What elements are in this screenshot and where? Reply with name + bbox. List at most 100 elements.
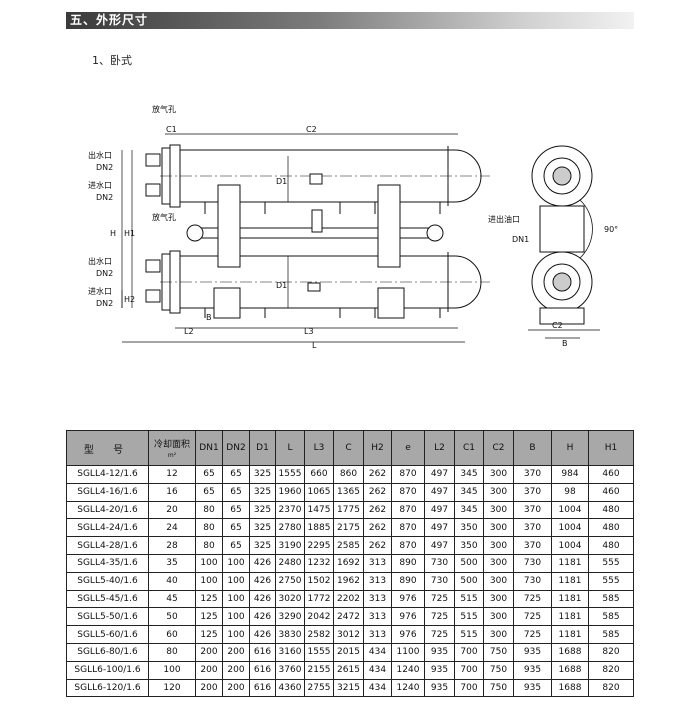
cell-b: 370 <box>513 482 552 502</box>
cell-c1: 500 <box>454 571 484 591</box>
label-water-in-top: 进水口 <box>88 180 112 190</box>
cell-l2: 935 <box>424 660 455 680</box>
cell-c: 2472 <box>333 607 364 627</box>
cell-l: 2480 <box>275 553 305 573</box>
cell-e: 890 <box>391 553 425 573</box>
section-header-bar: 五、外形尺寸 <box>66 12 634 29</box>
label-c2-side: C2 <box>552 321 563 330</box>
cell-dn1: 200 <box>195 642 223 662</box>
cell-area: 100 <box>148 660 196 680</box>
cell-d1: 616 <box>249 642 276 662</box>
cell-l3: 2295 <box>304 536 334 555</box>
cell-c1: 700 <box>454 642 484 662</box>
cell-e: 976 <box>391 625 425 644</box>
cell-l3: 1065 <box>304 482 334 502</box>
header-l: L <box>275 430 305 466</box>
cell-c2: 750 <box>483 678 514 698</box>
cell-b: 935 <box>513 678 552 698</box>
label-c1: C1 <box>166 125 177 134</box>
cell-c2: 300 <box>483 518 514 538</box>
cell-l3: 1502 <box>304 571 334 591</box>
cell-c2: 300 <box>483 500 514 520</box>
cell-model: SGLL6-80/1.6 <box>66 642 149 662</box>
cell-e: 1240 <box>391 678 425 698</box>
cell-h: 1004 <box>551 500 589 520</box>
label-d1-top: D1 <box>276 177 287 186</box>
cell-dn2: 200 <box>222 642 250 662</box>
cell-h2: 262 <box>363 465 392 484</box>
cell-b: 370 <box>513 518 552 538</box>
cell-c2: 750 <box>483 660 514 680</box>
cell-l: 4360 <box>275 678 305 698</box>
cell-d1: 325 <box>249 518 276 538</box>
cell-h2: 313 <box>363 607 392 627</box>
cell-c: 2202 <box>333 589 364 609</box>
cell-c: 1775 <box>333 500 364 520</box>
cell-h1: 820 <box>588 642 634 662</box>
cell-h2: 313 <box>363 589 392 609</box>
cell-model: SGLL4-35/1.6 <box>66 553 149 573</box>
cell-area: 120 <box>148 678 196 698</box>
label-l3: L3 <box>304 327 314 336</box>
cell-h: 1181 <box>551 553 589 573</box>
label-dn2-c: DN2 <box>96 269 113 278</box>
label-d1-bottom: D1 <box>276 281 287 290</box>
cell-c1: 515 <box>454 589 484 609</box>
label-b-side: B <box>206 313 212 322</box>
cell-area: 24 <box>148 518 196 538</box>
cell-dn1: 80 <box>195 500 223 520</box>
cell-dn1: 125 <box>195 625 223 644</box>
cell-l2: 497 <box>424 465 455 484</box>
cell-e: 870 <box>391 465 425 484</box>
cell-c1: 345 <box>454 482 484 502</box>
cell-h1: 585 <box>588 625 634 644</box>
cell-h: 1004 <box>551 518 589 538</box>
label-b: B <box>562 339 568 348</box>
cell-l3: 1772 <box>304 589 334 609</box>
cell-l3: 660 <box>304 465 334 484</box>
cell-c1: 500 <box>454 553 484 573</box>
cell-c1: 700 <box>454 678 484 698</box>
cell-b: 370 <box>513 536 552 555</box>
cell-c: 3215 <box>333 678 364 698</box>
cell-model: SGLL6-120/1.6 <box>66 678 149 698</box>
cell-c: 2175 <box>333 518 364 538</box>
label-angle: 90° <box>604 225 618 234</box>
cell-l2: 725 <box>424 607 455 627</box>
cell-dn1: 100 <box>195 571 223 591</box>
cell-dn1: 125 <box>195 589 223 609</box>
cell-h: 1004 <box>551 536 589 555</box>
label-dn2-a: DN2 <box>96 163 113 172</box>
cell-l3: 2155 <box>304 660 334 680</box>
cell-d1: 325 <box>249 536 276 555</box>
cell-l: 1555 <box>275 465 305 484</box>
cell-dn2: 65 <box>222 500 250 520</box>
cell-l: 3160 <box>275 642 305 662</box>
cell-h1: 480 <box>588 536 634 555</box>
cell-c2: 300 <box>483 571 514 591</box>
label-h2: H2 <box>124 295 135 304</box>
cell-h2: 262 <box>363 500 392 520</box>
subsection-title: 1、卧式 <box>92 54 132 67</box>
cell-l: 3290 <box>275 607 305 627</box>
cell-c1: 345 <box>454 500 484 520</box>
cell-l: 1960 <box>275 482 305 502</box>
cell-dn2: 100 <box>222 553 250 573</box>
cell-dn1: 80 <box>195 518 223 538</box>
header-h2: H2 <box>363 430 392 466</box>
label-dn2-b: DN2 <box>96 193 113 202</box>
cell-l: 2780 <box>275 518 305 538</box>
cell-b: 370 <box>513 500 552 520</box>
label-dn2-d: DN2 <box>96 299 113 308</box>
cell-h2: 262 <box>363 536 392 555</box>
cell-h2: 434 <box>363 660 392 680</box>
cell-model: SGLL6-100/1.6 <box>66 660 149 680</box>
header-c2: C2 <box>483 430 514 466</box>
drawing-labels: 放气孔 C1 C2 出水口 DN2 进水口 DN2 放气孔 H H1 出水口 D… <box>88 104 618 350</box>
label-h: H <box>110 229 116 238</box>
